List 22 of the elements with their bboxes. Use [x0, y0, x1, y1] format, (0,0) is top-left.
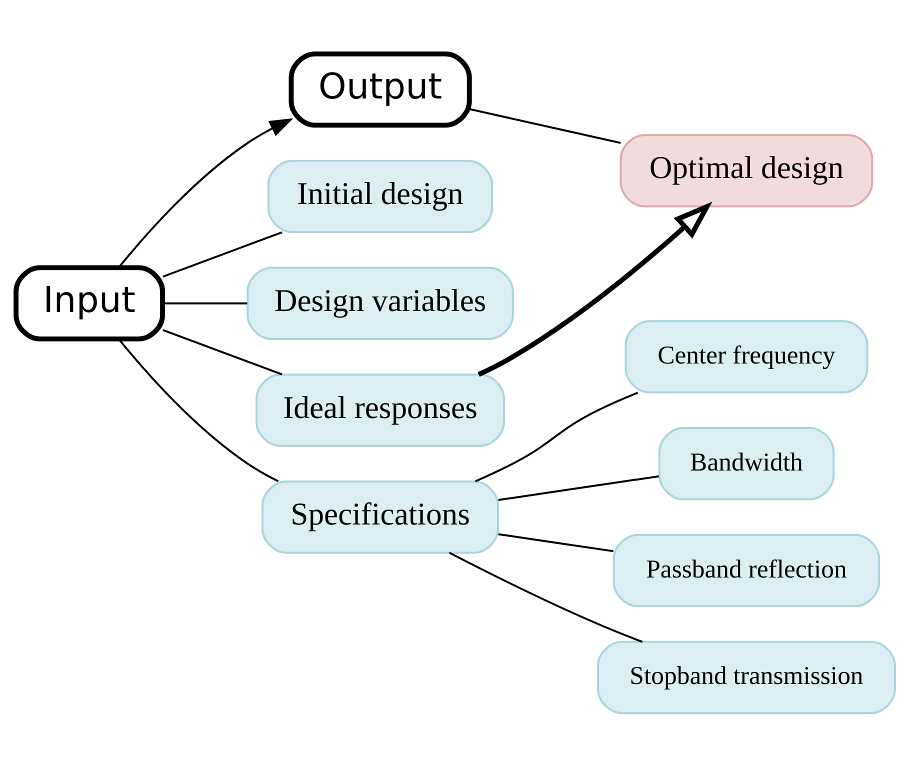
node-box: Design variables: [246, 266, 514, 340]
node-box: Optimal design: [620, 134, 874, 208]
arrow: [478, 202, 712, 377]
node-box: Bandwidth: [658, 427, 835, 500]
node-box: Input: [14, 265, 166, 342]
connector: [118, 338, 279, 482]
node-box: Specifications: [262, 480, 500, 554]
connector: [498, 533, 614, 552]
connector: [162, 231, 282, 278]
connector: [498, 475, 660, 501]
node-box: Ideal responses: [256, 374, 505, 447]
arrow: [118, 118, 294, 268]
node-box: Initial design: [267, 160, 494, 234]
node-box: Passband reflection: [612, 534, 880, 608]
connector: [474, 392, 638, 482]
connector: [448, 552, 643, 643]
connector: [162, 329, 282, 376]
connector: [162, 302, 248, 304]
node-box: Output: [288, 51, 472, 128]
connector: [470, 108, 621, 144]
node-box: Center frequency: [624, 320, 868, 394]
node-box: Stopband transmission: [597, 640, 896, 714]
